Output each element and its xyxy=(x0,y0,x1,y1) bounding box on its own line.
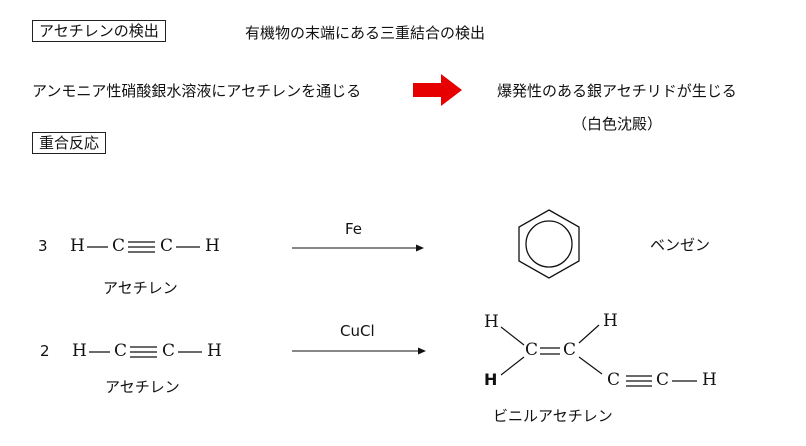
reaction-arrow-cucl xyxy=(292,347,426,355)
atom-c: C xyxy=(162,341,176,361)
atom-h: H xyxy=(207,341,222,361)
acetylene-label-1: アセチレン xyxy=(103,279,178,297)
atom-h: H xyxy=(205,236,220,256)
red-arrow-icon xyxy=(413,74,462,106)
atom-c3: C xyxy=(607,370,621,390)
catalyst-fe: Fe xyxy=(345,220,363,238)
catalyst-cucl: CuCl xyxy=(340,322,375,340)
acetylene-label-2: アセチレン xyxy=(105,378,180,396)
atom-c: C xyxy=(114,341,128,361)
vinylacetylene-label: ビニルアセチレン xyxy=(493,407,613,425)
atom-c: C xyxy=(112,236,126,256)
atom-h-bottom-left: H xyxy=(484,370,498,389)
vinylacetylene-bonds xyxy=(500,324,697,387)
benzene-ring-icon xyxy=(518,209,580,279)
atom-h-top-left: H xyxy=(484,312,499,332)
coefficient-3: 3 xyxy=(38,237,48,255)
atom-c4: C xyxy=(656,370,670,390)
reaction-right-text: 爆発性のある銀アセチリドが生じる xyxy=(497,82,737,100)
atom-c: C xyxy=(160,236,174,256)
reaction-left-text: アンモニア性硝酸銀水溶液にアセチレンを通じる xyxy=(32,82,362,100)
acetylene-formula-1 xyxy=(87,241,200,253)
atom-c2: C xyxy=(563,340,577,360)
reaction-arrow-fe xyxy=(292,244,424,252)
heading-terminal-triple-bond: 有機物の末端にある三重結合の検出 xyxy=(245,24,486,42)
atom-h: H xyxy=(70,236,85,256)
atom-h-end: H xyxy=(702,370,717,390)
benzene-label: ベンゼン xyxy=(650,236,711,254)
heading-polymerization: 重合反応 xyxy=(32,132,107,154)
acetylene-formula-2 xyxy=(89,346,202,358)
atom-h-top-right: H xyxy=(603,311,618,331)
heading-acetylene-test: アセチレンの検出 xyxy=(32,20,166,42)
coefficient-2: 2 xyxy=(40,342,50,360)
atom-c1: C xyxy=(525,340,539,360)
reaction-note: （白色沈殿） xyxy=(572,115,663,133)
atom-h: H xyxy=(72,341,87,361)
